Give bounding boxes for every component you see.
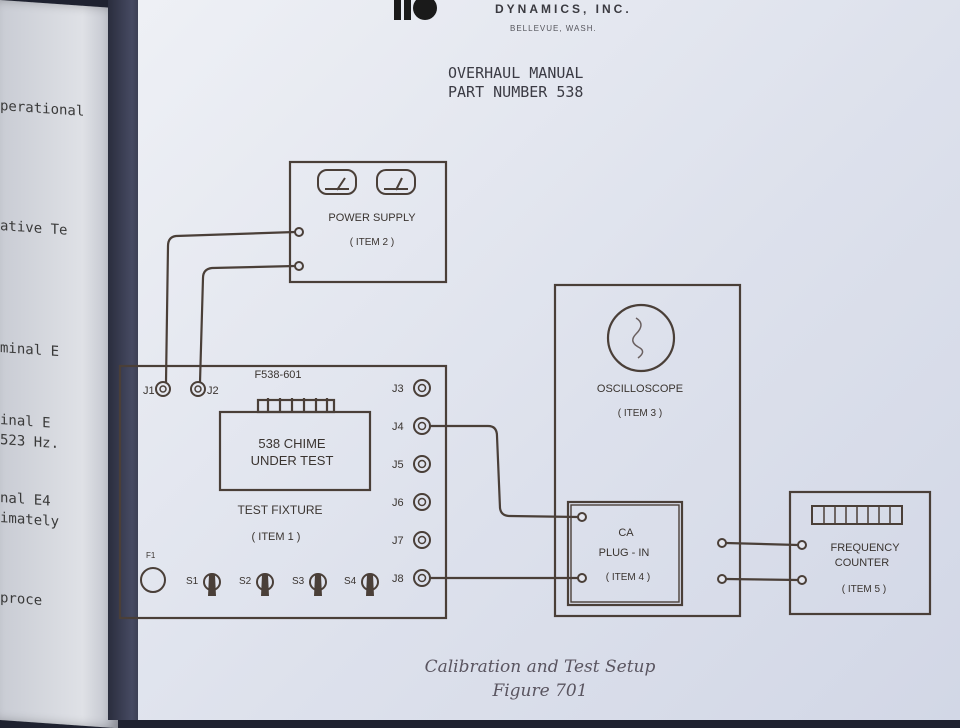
jack-6: J6 bbox=[392, 493, 431, 511]
wire bbox=[164, 230, 296, 383]
plugin-label: CA bbox=[618, 527, 634, 539]
switch-label: S4 bbox=[344, 576, 357, 587]
switch-label: S2 bbox=[239, 576, 252, 587]
terminal bbox=[294, 227, 304, 237]
jack-label: J1 bbox=[143, 385, 155, 397]
jack-8: J8 bbox=[392, 569, 431, 587]
wire bbox=[198, 264, 296, 383]
plugin-item: ( ITEM 4 ) bbox=[606, 572, 650, 583]
chime-box bbox=[218, 410, 372, 492]
power-supply-item: ( ITEM 2 ) bbox=[350, 237, 394, 248]
power-supply-box bbox=[288, 160, 448, 284]
title-line: OVERHAUL MANUAL bbox=[448, 64, 584, 82]
terminal bbox=[577, 512, 587, 522]
meter-icon bbox=[376, 169, 416, 195]
jack-label: J6 bbox=[392, 497, 404, 509]
scope-screen-icon bbox=[606, 303, 676, 373]
chime-label: 538 CHIME bbox=[258, 436, 326, 451]
jack-label: J2 bbox=[207, 385, 219, 397]
counter-label: FREQUENCY bbox=[830, 542, 900, 554]
jack-label: J3 bbox=[392, 383, 404, 395]
oscilloscope-item: ( ITEM 3 ) bbox=[618, 408, 662, 419]
frequency-counter-box bbox=[788, 490, 932, 616]
manual-page bbox=[138, 0, 960, 720]
jack-4: J4 bbox=[392, 417, 431, 435]
title-line: PART NUMBER 538 bbox=[448, 83, 584, 101]
oscilloscope-box bbox=[553, 283, 742, 618]
company-logo bbox=[394, 0, 437, 20]
wire bbox=[725, 577, 799, 582]
toggle-switch-icon: S4 bbox=[344, 573, 379, 596]
scope-trace-icon bbox=[632, 317, 644, 359]
oscilloscope-label: OSCILLOSCOPE bbox=[597, 383, 683, 395]
terminal bbox=[797, 575, 807, 585]
fixture-item: ( ITEM 1 ) bbox=[252, 531, 301, 543]
toggle-switch-icon: S1 bbox=[186, 573, 221, 596]
terminal bbox=[797, 540, 807, 550]
switch-label: S1 bbox=[186, 576, 199, 587]
terminal bbox=[577, 573, 587, 583]
fuse-icon bbox=[140, 567, 166, 593]
plugin-inner-frame bbox=[570, 504, 680, 603]
counter-item: ( ITEM 5 ) bbox=[842, 584, 886, 595]
figure-caption: Calibration and Test Setup bbox=[424, 657, 656, 677]
plugin-label: PLUG - IN bbox=[599, 547, 650, 559]
figure-number: Figure 701 bbox=[492, 681, 588, 701]
company-city: BELLEVUE, WASH. bbox=[510, 24, 597, 33]
jack-label: J8 bbox=[392, 573, 404, 585]
fuse-label: F1 bbox=[146, 551, 156, 560]
jack-label: J4 bbox=[392, 421, 404, 433]
counter-digit-dividers bbox=[823, 506, 891, 524]
wire bbox=[725, 541, 799, 547]
test-fixture-box bbox=[118, 364, 448, 620]
jack-label: J5 bbox=[392, 459, 404, 471]
power-supply-label: POWER SUPPLY bbox=[328, 212, 416, 224]
chime-label: UNDER TEST bbox=[251, 453, 334, 468]
toggle-switch-icon: S3 bbox=[292, 573, 327, 596]
jack-j2: J2 bbox=[190, 381, 219, 397]
jack-3: J3 bbox=[392, 379, 431, 397]
document-title: OVERHAUL MANUAL PART NUMBER 538 bbox=[448, 64, 583, 102]
toggle-switch-icon: S2 bbox=[239, 573, 274, 596]
jack-5: J5 bbox=[392, 455, 431, 473]
fixture-label: TEST FIXTURE bbox=[237, 503, 322, 517]
fixture-part-number: F538-601 bbox=[254, 369, 301, 381]
company-name: DYNAMICS, INC. bbox=[495, 2, 632, 16]
jack-j1: J1 bbox=[143, 381, 171, 397]
terminal bbox=[294, 261, 304, 271]
counter-label: COUNTER bbox=[835, 557, 889, 569]
jack-7: J7 bbox=[392, 531, 431, 549]
wire bbox=[430, 424, 579, 519]
meter-icon bbox=[317, 169, 357, 195]
terminal bbox=[717, 538, 727, 548]
jack-label: J7 bbox=[392, 535, 404, 547]
switch-label: S3 bbox=[292, 576, 305, 587]
terminal bbox=[717, 574, 727, 584]
chime-coil-icon bbox=[256, 398, 336, 414]
plugin-box bbox=[566, 500, 684, 607]
